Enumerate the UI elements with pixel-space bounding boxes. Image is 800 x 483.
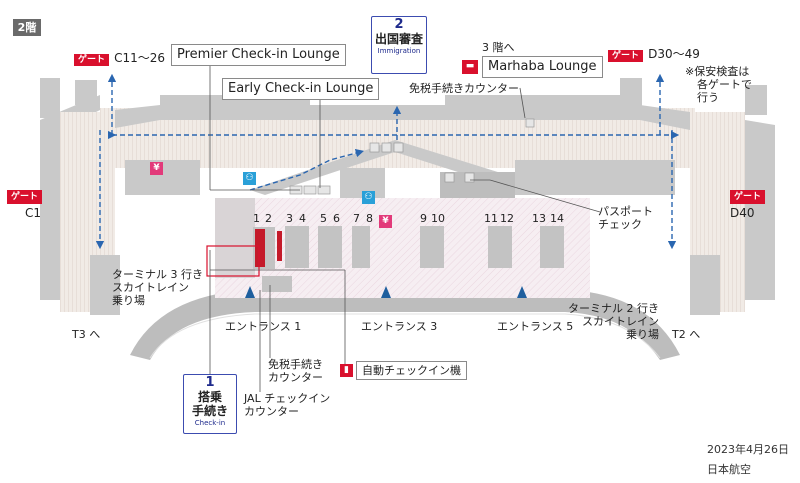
label-line: ターミナル 3 行き — [112, 268, 203, 281]
step-title-line2: 手続き — [191, 404, 228, 418]
marhaba-lounge-label: Marhaba Lounge — [482, 56, 603, 78]
step-subtitle: Check-in — [194, 419, 226, 427]
gate-label: C11～26 — [114, 51, 166, 65]
gate-label: C1 — [25, 206, 42, 220]
t2-skytrain-label: ターミナル 2 行き スカイトレイン 乗り場 — [568, 302, 659, 341]
premier-checkin-lounge-callout: Premier Check-in Lounge — [171, 44, 346, 66]
gate-tag: ゲート — [730, 190, 766, 204]
label-line: パスポート — [598, 205, 653, 218]
yen-currency-icon: ¥ — [379, 215, 392, 228]
checkin-step-box: 1 搭乗 手続き Check-in — [183, 374, 237, 434]
yen-currency-icon: ¥ — [150, 162, 163, 175]
counter-number: 9 — [420, 212, 427, 225]
counter-island-3-4 — [285, 226, 309, 268]
passport-check-label: パスポート チェック — [598, 205, 653, 231]
entrance-markers — [245, 286, 527, 298]
tax-free-counter-label-bottom: 免税手続き カウンター — [268, 358, 323, 384]
label-line: スカイトレイン — [582, 315, 659, 328]
label-line: 乗り場 — [626, 328, 659, 341]
label-line: JAL チェックイン — [244, 392, 331, 405]
gate-c11-26: ゲート C11～26 — [74, 47, 165, 66]
label-line: 免税手続き — [268, 358, 323, 371]
counter-number: 12 — [500, 212, 514, 225]
counter-island-7-8 — [352, 226, 370, 268]
to-t2-label: T2 へ — [672, 328, 701, 341]
note-line: ※保安検査は — [685, 65, 750, 78]
right-pier — [620, 78, 775, 315]
jal-counter-label: JAL チェックイン カウンター — [244, 392, 330, 418]
floor-badge: 2階 — [13, 19, 41, 36]
label-line: 乗り場 — [112, 294, 145, 307]
lounge-sofa-icon: ▬ — [462, 60, 478, 74]
gate-tag: ゲート — [74, 54, 110, 66]
gate-c1: ゲート C1 — [7, 190, 43, 220]
counter-number: 10 — [431, 212, 445, 225]
left-pier — [40, 78, 120, 315]
counter-number: 13 — [532, 212, 546, 225]
access-road-inner — [149, 313, 661, 359]
gate-label: D40 — [730, 206, 755, 220]
immigration-step-box: 2 出国審査 Immigration — [371, 16, 427, 74]
step-number: 2 — [394, 17, 404, 32]
counter-number: 2 — [265, 212, 272, 225]
label-line: カウンター — [268, 371, 323, 384]
counter-number: 4 — [299, 212, 306, 225]
label-line: ターミナル 2 行き — [568, 302, 659, 315]
gate-d40: ゲート D40 — [730, 190, 766, 220]
counter-number: 5 — [320, 212, 327, 225]
kiosk-label: 自動チェックイン機 — [356, 361, 467, 380]
footer-source: 日本航空 — [707, 463, 751, 476]
counter-island-9-10 — [420, 226, 444, 268]
to-t3-label: T3 へ — [72, 328, 101, 341]
walking-routes — [95, 73, 680, 250]
label-line: チェック — [598, 218, 642, 231]
counter-number: 8 — [366, 212, 373, 225]
restroom-icon: ⚇ — [243, 172, 256, 185]
step-title: 出国審査 — [374, 32, 423, 46]
step-number: 1 — [205, 375, 215, 390]
entrance-3-label: エントランス 3 — [361, 320, 438, 333]
counter-number: 1 — [253, 212, 260, 225]
gate-label: D30～49 — [648, 47, 700, 61]
kiosk-legend: ▮ 自動チェックイン機 — [340, 361, 467, 380]
entrance-5-label: エントランス 5 — [497, 320, 574, 333]
step-subtitle: Immigration — [377, 47, 421, 55]
counter-island-13-14 — [540, 226, 564, 268]
marhaba-lounge-callout: 3 階へ ▬ Marhaba Lounge — [462, 41, 603, 78]
security-note: ※保安検査は 各ゲートで 行う — [685, 65, 752, 104]
footer-date: 2023年4月26日 — [707, 443, 789, 456]
restroom-icon: ⚇ — [362, 191, 375, 204]
counter-number: 6 — [333, 212, 340, 225]
counter-number: 3 — [286, 212, 293, 225]
entrance-1-label: エントランス 1 — [225, 320, 302, 333]
note-line: 各ゲートで — [697, 78, 752, 91]
leader-lines — [209, 65, 601, 392]
note-line: 行う — [697, 91, 719, 104]
gate-tag: ゲート — [608, 50, 644, 62]
checkin-kiosk-icon: ▮ — [340, 364, 353, 377]
tax-free-counter-label-top: 免税手続きカウンター — [409, 82, 519, 95]
gate-tag: ゲート — [7, 190, 43, 204]
early-checkin-lounge-callout: Early Check-in Lounge — [222, 78, 380, 100]
counter-island-11-12 — [488, 226, 512, 268]
counter-island-5-6 — [318, 226, 342, 268]
access-road — [130, 290, 680, 360]
gate-d30-49: ゲート D30～49 — [608, 43, 700, 62]
t3-skytrain-label: ターミナル 3 行き スカイトレイン 乗り場 — [112, 268, 203, 307]
label-line: カウンター — [244, 405, 299, 418]
step-title-line1: 搭乗 — [197, 390, 222, 404]
counter-number: 7 — [353, 212, 360, 225]
counter-number: 11 — [484, 212, 498, 225]
marhaba-floor-note: 3 階へ — [482, 41, 515, 54]
label-line: スカイトレイン — [112, 281, 189, 294]
counter-number: 14 — [550, 212, 564, 225]
